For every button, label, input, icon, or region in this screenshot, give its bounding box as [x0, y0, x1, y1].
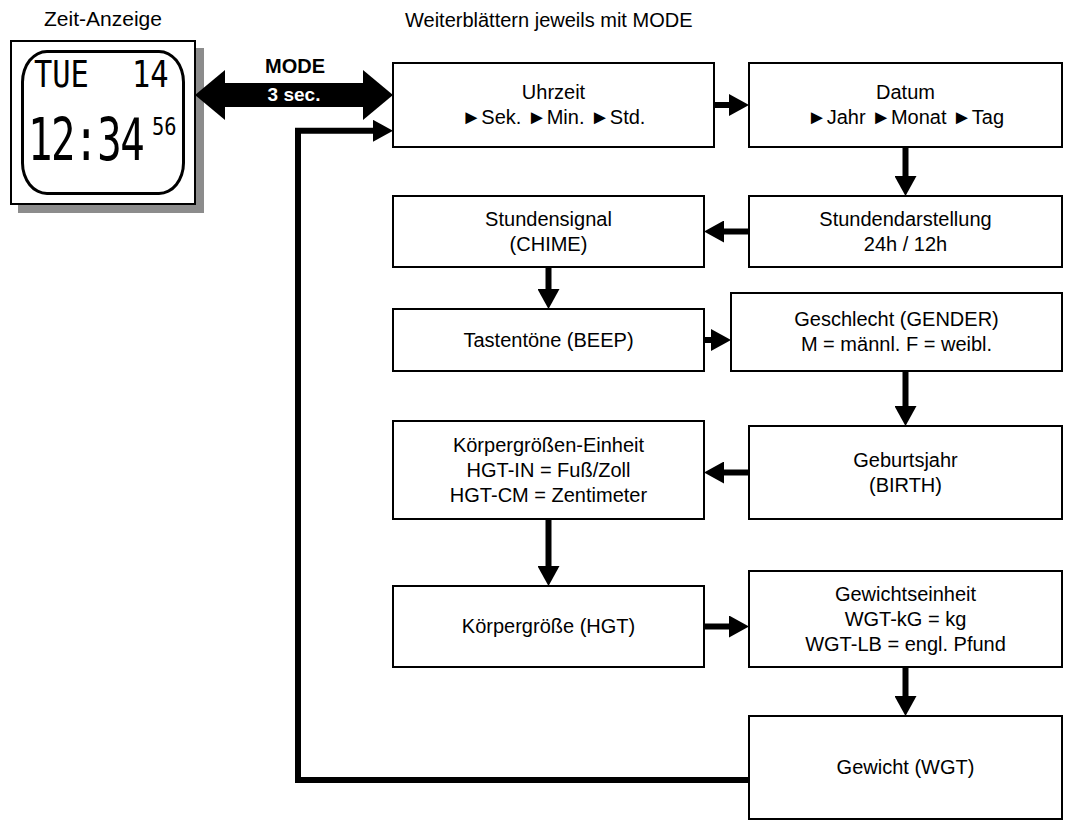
box-text: WGT-kG = kg	[845, 607, 967, 632]
lcd-digits: 56	[152, 115, 177, 139]
box-text: Körpergrößen-Einheit	[453, 433, 644, 458]
flow-heading: Weiterblättern jeweils mit MODE	[405, 8, 692, 32]
box-text: HGT-CM = Zentimeter	[450, 483, 647, 508]
box-text: Gewicht (WGT)	[837, 755, 975, 780]
box-text: Tastentöne (BEEP)	[463, 328, 633, 353]
lcd-digits: TUE	[34, 55, 89, 93]
process-box: Gewicht (WGT)	[748, 715, 1063, 820]
flow-arrow	[903, 668, 909, 696]
box-text: Gewichtseinheit	[835, 582, 976, 607]
flow-arrow	[724, 229, 748, 235]
process-box: Tastentöne (BEEP)	[392, 308, 705, 372]
flow-arrow	[705, 624, 729, 630]
process-box: Stundensignal(CHIME)	[392, 195, 705, 268]
flow-arrow	[724, 470, 748, 476]
flow-arrow	[546, 268, 552, 289]
process-box: Stundendarstellung24h / 12h	[748, 195, 1063, 268]
box-text: HGT-IN = Fuß/Zoll	[467, 458, 631, 483]
box-text: Geburtsjahr	[853, 448, 958, 473]
process-box: Körpergröße (HGT)	[392, 585, 705, 668]
lcd-digits: 12:34	[28, 111, 143, 169]
box-text: Körpergröße (HGT)	[462, 614, 635, 639]
flow-arrow	[903, 372, 909, 406]
process-box: Datum►Jahr ►Monat ►Tag	[748, 62, 1063, 148]
box-text: Stundensignal	[485, 207, 612, 232]
button-name: MODE	[265, 54, 325, 78]
box-text: (CHIME)	[510, 232, 588, 257]
flow-arrow	[903, 148, 909, 176]
box-text: M = männl. F = weibl.	[801, 332, 992, 357]
box-text: ►Sek. ►Min. ►Std.	[462, 105, 646, 130]
flow-arrow	[705, 337, 711, 343]
flow-arrow	[298, 131, 748, 780]
box-text: Stundendarstellung	[819, 207, 991, 232]
box-text: (BIRTH)	[869, 473, 942, 498]
process-box: Geschlecht (GENDER)M = männl. F = weibl.	[730, 292, 1063, 372]
display-heading: Zeit-Anzeige	[12, 6, 194, 32]
process-box: GewichtseinheitWGT-kG = kgWGT-LB = engl.…	[748, 570, 1063, 668]
process-box: Uhrzeit►Sek. ►Min. ►Std.	[392, 62, 715, 148]
flow-arrow	[715, 102, 729, 108]
box-text: Datum	[876, 80, 935, 105]
watch-display-box: Zeit-AnzeigeTUE1412:3456	[10, 40, 196, 205]
edge-label: 3 sec.	[268, 84, 321, 107]
box-text: ►Jahr ►Monat ►Tag	[807, 105, 1004, 130]
flow-arrow	[546, 520, 552, 566]
process-box: Geburtsjahr(BIRTH)	[748, 425, 1063, 520]
box-text: WGT-LB = engl. Pfund	[805, 632, 1006, 657]
process-box: Körpergrößen-EinheitHGT-IN = Fuß/ZollHGT…	[392, 420, 705, 520]
lcd-digits: 14	[132, 55, 169, 93]
box-text: Uhrzeit	[522, 80, 585, 105]
box-text: 24h / 12h	[864, 232, 947, 257]
double-arrow	[225, 83, 363, 107]
box-text: Geschlecht (GENDER)	[794, 307, 999, 332]
lcd-screen: TUE 14 12:34 56	[21, 50, 185, 195]
